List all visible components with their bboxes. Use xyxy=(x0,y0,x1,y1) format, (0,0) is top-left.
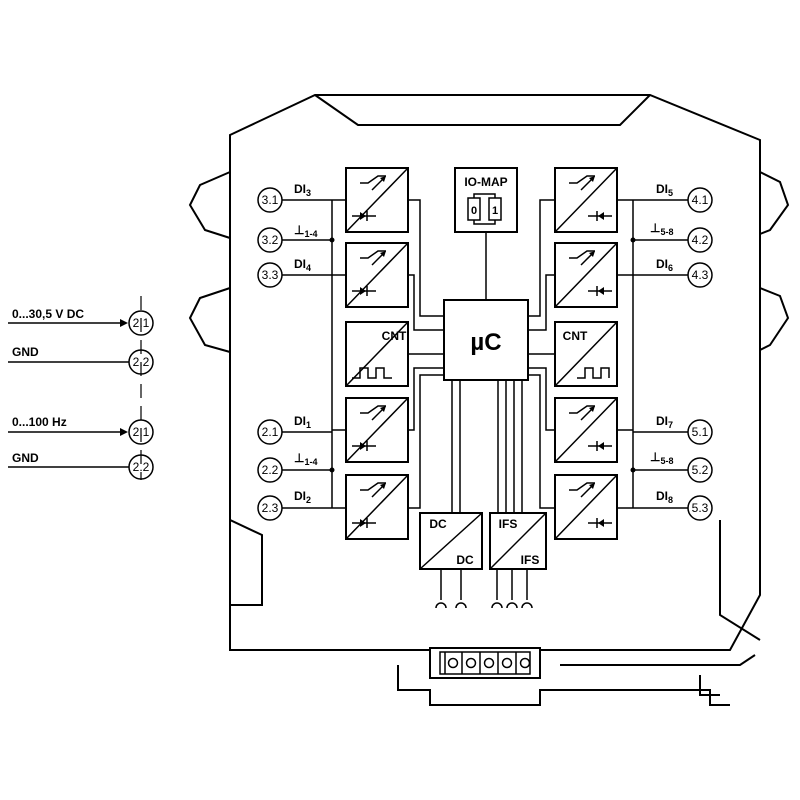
dc-converter-block: DC DC xyxy=(419,512,483,570)
terminal-4-1 xyxy=(687,187,713,213)
terminal-2-3 xyxy=(257,495,283,521)
internal-wiring xyxy=(329,199,636,513)
di2-label: DI2 xyxy=(294,489,311,505)
di4-label: DI4 xyxy=(294,257,311,273)
input1-terminal: 2.1 xyxy=(133,316,150,330)
gnd2-terminal: 2.2 xyxy=(133,460,150,474)
io-map-block: IO-MAP 0 1 xyxy=(454,167,518,300)
gnd-5-8-label-top: ⊥5-8 xyxy=(650,221,673,237)
opto-block-di1 xyxy=(345,397,409,463)
gnd1-terminal: 2.2 xyxy=(133,355,150,369)
left-terminals: 3.1 DI3 3.2 ⊥1-4 3.3 DI4 2.1 DI1 2.2 ⊥1-… xyxy=(257,182,332,521)
gnd-1-4-label-bottom: ⊥1-4 xyxy=(294,451,317,467)
right-terminals: 4.1 DI5 4.2 ⊥5-8 4.3 DI6 5.1 DI7 5.2 ⊥5-… xyxy=(633,182,713,521)
input2-label: 0...100 Hz xyxy=(12,415,67,429)
cnt-label-left: CNT xyxy=(382,329,407,343)
uc-block: µC xyxy=(443,299,529,381)
di5-label: DI5 xyxy=(656,182,673,198)
ifs-interface-block: IFS IFS xyxy=(489,512,547,570)
counter-block-right: CNT xyxy=(554,321,618,387)
terminal-5-3 xyxy=(687,495,713,521)
uc-label: µC xyxy=(470,329,501,356)
opto-block-di8 xyxy=(554,474,618,540)
di7-label: DI7 xyxy=(656,414,673,430)
dc-bottom-label: DC xyxy=(456,553,474,567)
opto-block-di7 xyxy=(554,397,618,463)
terminal-3-1-label: 3.1 xyxy=(262,193,279,207)
terminal-2-1 xyxy=(257,419,283,445)
gnd1-label: GND xyxy=(12,345,39,359)
terminal-3-1 xyxy=(257,187,283,213)
terminal-4-1-label: 4.1 xyxy=(692,193,709,207)
terminal-5-3-label: 5.3 xyxy=(692,501,709,515)
di6-label: DI6 xyxy=(656,257,673,273)
terminal-2-3-label: 2.3 xyxy=(262,501,279,515)
terminal-4-2 xyxy=(687,227,713,253)
terminal-4-2-label: 4.2 xyxy=(692,233,709,247)
bottom-pins xyxy=(435,569,533,609)
terminal-3-3 xyxy=(257,262,283,288)
di3-label: DI3 xyxy=(294,182,311,198)
terminal-4-3 xyxy=(687,262,713,288)
terminal-3-3-label: 3.3 xyxy=(262,268,279,282)
terminal-2-1-label: 2.1 xyxy=(262,425,279,439)
terminal-4-3-label: 4.3 xyxy=(692,268,709,282)
opto-block-di3 xyxy=(345,167,409,233)
ifs-top-label: IFS xyxy=(499,517,518,531)
input1-label: 0...30,5 V DC xyxy=(12,307,84,321)
io-switch-0: 0 xyxy=(471,205,477,217)
dc-top-label: DC xyxy=(429,517,447,531)
terminal-3-2-label: 3.2 xyxy=(262,233,279,247)
terminal-5-1-label: 5.1 xyxy=(692,425,709,439)
cnt-label-right: CNT xyxy=(563,329,588,343)
terminal-5-2-label: 5.2 xyxy=(692,463,709,477)
input2-terminal: 2.1 xyxy=(133,425,150,439)
ifs-bottom-label: IFS xyxy=(521,553,540,567)
opto-block-di5 xyxy=(554,167,618,233)
gnd2-label: GND xyxy=(12,451,39,465)
opto-block-di6 xyxy=(554,242,618,308)
gnd-5-8-label-bottom: ⊥5-8 xyxy=(650,450,673,466)
terminal-2-2-label: 2.2 xyxy=(262,463,279,477)
right-channels: CNT xyxy=(554,167,618,540)
terminal-5-2 xyxy=(687,457,713,483)
bus-connector xyxy=(429,647,541,679)
opto-block-di4 xyxy=(345,242,409,308)
di8-label: DI8 xyxy=(656,489,673,505)
di1-label: DI1 xyxy=(294,414,311,430)
io-map-label: IO-MAP xyxy=(464,175,507,189)
left-channels: CNT xyxy=(345,167,409,540)
gnd-1-4-label-top: ⊥1-4 xyxy=(294,223,317,239)
left-external-wiring: 0...30,5 V DC 2.1 GND 2.2 0...100 Hz 2.1… xyxy=(8,296,154,480)
terminal-2-2 xyxy=(257,457,283,483)
counter-block-left: CNT xyxy=(345,321,409,387)
opto-block-di2 xyxy=(345,474,409,540)
terminal-5-1 xyxy=(687,419,713,445)
terminal-3-2 xyxy=(257,227,283,253)
io-switch-1: 1 xyxy=(492,205,498,217)
